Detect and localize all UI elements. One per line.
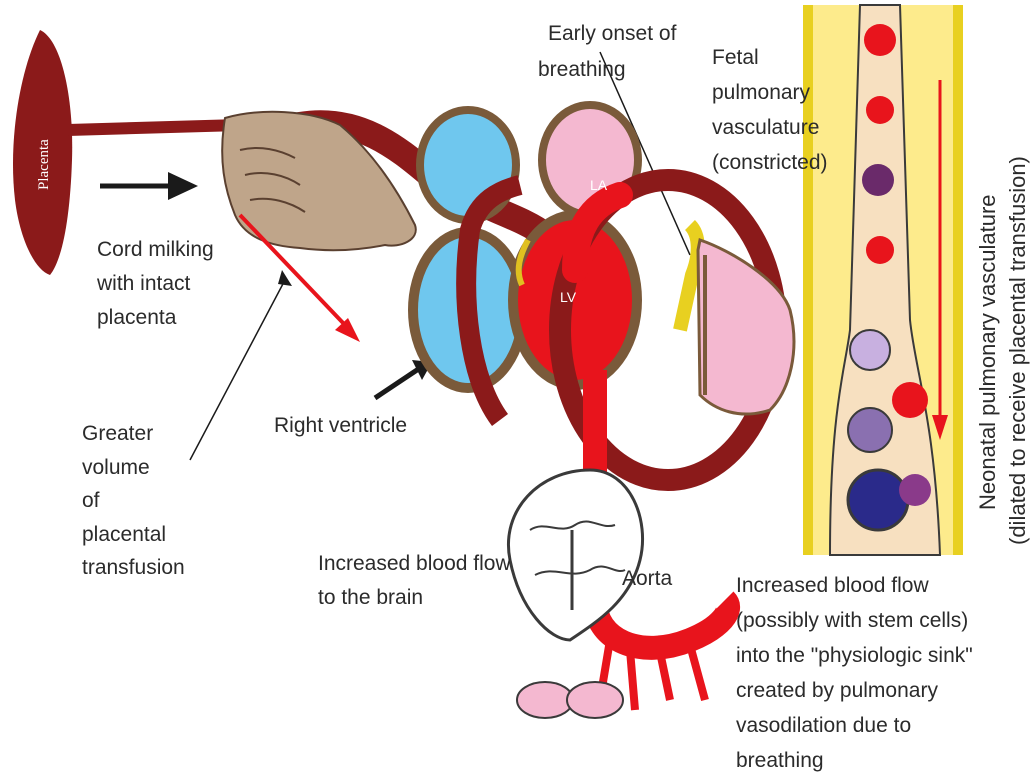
greater-volume-label: Greater volume of placental transfusion [82,422,185,579]
early-onset-label: Early onset of breathing [538,22,682,81]
brain-icon [508,470,642,718]
placenta: Placenta [13,30,72,275]
right-ventricle-label: Right ventricle [274,414,407,437]
pulmonary-vessel-illustration [808,5,958,555]
heart [413,105,638,388]
cerebellum [517,682,573,718]
la-label: LA [590,177,608,193]
increased-sink-label: Increased blood flow (possibly with stem… [736,574,979,772]
placenta-label: Placenta [36,139,52,190]
right-atrium [420,110,516,220]
neonatal-pulmonary-label: Neonatal pulmonary vasculature [975,194,1000,510]
black-arrowhead-icon [168,172,198,200]
red-arrowhead-icon [335,318,360,342]
increased-brain-label: Increased blood flow to the brain [318,552,516,609]
cord-milking-label: Cord milking with intact placenta [96,238,220,329]
aorta-label: Aorta [622,567,673,590]
lv-label: LV [560,289,577,305]
neonatal-dilated-label: (dilated to receive placental transfusio… [1005,156,1030,545]
pa-label: PA [505,397,523,413]
lung-icon [680,225,794,414]
